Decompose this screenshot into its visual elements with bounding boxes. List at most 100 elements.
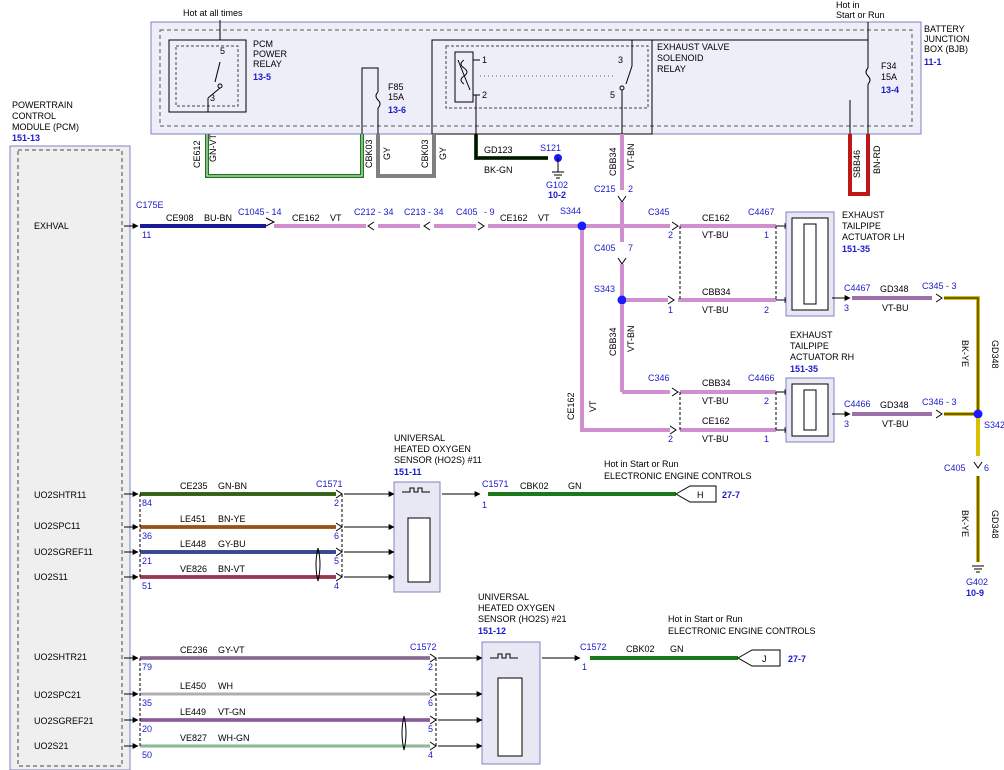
ho2s11-hot: Hot in Start or Run [604,459,679,469]
row-color: WH-GN [218,733,250,743]
row-pcm-pin: 35 [142,698,152,708]
s342-label: S342 [984,420,1004,430]
c212-label: C212 [354,207,376,217]
ho2s11-name-1: UNIVERSAL [394,433,445,443]
wire-gd123: GD123 [484,145,513,155]
ho2s21-tag [736,649,781,667]
splice-s344 [577,221,587,231]
ev-relay-p3: 3 [618,55,623,65]
s343-label: S343 [594,284,615,294]
v-ce162: CE162 [566,392,576,420]
rh-vtbu3: VT-BU [882,419,909,429]
pcm-relay-name-1: PCM [253,39,273,49]
v-vtbn: VT-BN [626,143,636,170]
lh-c345b-pin: - 3 [946,281,957,291]
row-conn [335,522,343,532]
ho2s11-c1571: C1571 [316,479,343,489]
hot-in-label-2: Start or Run [836,10,885,20]
gr-c405: C405 [944,463,966,473]
ho2s21-tag-letter: J [762,654,767,664]
row-color: GY-BU [218,539,246,549]
pcm-pin-exhval: EXHVAL [34,221,69,231]
g102-label: G102 [546,180,568,190]
ev-relay-name-1: EXHAUST VALVE [657,42,730,52]
ho2s11-p1: 1 [482,500,487,510]
ho2s21-p1: 1 [582,662,587,672]
ho2s21-eec: ELECTRONIC ENGINE CONTROLS [668,626,816,636]
lh-cbb34: CBB34 [702,287,731,297]
row-sensor-pin: 5 [334,556,339,566]
c175e-pin: 11 [142,230,151,240]
row-pcm-pin: 50 [142,750,152,760]
rh-c4466: C4466 [748,373,775,383]
ev-relay-p5: 5 [610,90,615,100]
gr-gd348: GD348 [990,340,1000,369]
lh-c345b: C345 [922,281,944,291]
row-pcm-pin: 36 [142,531,152,541]
f34-rating: 15A [881,72,897,82]
wire-ce612: CE612 [192,140,202,168]
ce908-label: CE908 [166,213,194,223]
gr-gd348b: GD348 [990,510,1000,539]
f85-name: F85 [388,82,404,92]
row-sensor-pin: 5 [428,724,433,734]
ho2s11-tagref: 27-7 [722,490,740,500]
gr-c405-pin: 6 [984,463,989,473]
c213-label: C213 [404,207,426,217]
ho2s21-name-3: SENSOR (HO2S) #21 [478,614,567,624]
lh-name-1: EXHAUST [842,210,885,220]
pcm-pin-uo2s21: UO2S21 [34,741,69,751]
row-conn [429,715,437,725]
c1045-label: C1045 [238,207,265,217]
hot-in-label-1: Hot in [836,0,860,10]
rh-p3: 3 [844,419,849,429]
ce162-label: CE162 [292,213,320,223]
v-c405-pin: 7 [628,243,633,253]
row-sensor-pin: 6 [428,698,433,708]
ho2s21-c1572: C1572 [410,642,437,652]
splice-s343 [617,295,627,305]
row-conn [335,547,343,557]
s344-label: S344 [560,206,581,216]
ev-relay-name-2: SOLENOID [657,53,704,63]
ho2s11-c1571b: C1571 [482,479,509,489]
wire-gya: GY [382,147,392,160]
ce162b-label: CE162 [500,213,528,223]
vtb-label: VT [538,213,550,223]
row-sensor-pin: 2 [428,662,433,672]
pcm-name-2: CONTROL [12,111,56,121]
pcm-pin-uo2shtr11: UO2SHTR11 [34,490,86,500]
lh-c4467b: C4467 [844,283,871,293]
g102-ref: 10-2 [548,190,566,200]
v-cbb34b: CBB34 [608,327,618,356]
c212-pin: - 34 [378,207,394,217]
wire-gyb: GY [438,147,448,160]
row-conn [335,572,343,582]
row-circuit: CE236 [180,645,208,655]
bubn-label: BU-BN [204,213,232,223]
g402-label: G402 [966,577,988,587]
lh-c4467-pin: 1 [764,230,769,240]
row-color: BN-YE [218,514,246,524]
row-circuit: LE448 [180,539,206,549]
lh-vtbu: VT-BU [702,230,729,240]
rh-cbb34: CBB34 [702,378,731,388]
hot-at-all-times: Hot at all times [183,8,243,18]
lh-p2b: 2 [764,305,769,315]
ho2s21-cbk02: CBK02 [626,644,655,654]
row-circuit: VE827 [180,733,207,743]
wire-sbb46: SBB46 [852,150,862,178]
row-conn [429,741,437,751]
rh-gd348: GD348 [880,400,909,410]
lh-vtbu2: VT-BU [702,305,729,315]
rh-c346b: C346 [922,397,944,407]
ev-relay-p2: 2 [482,90,487,100]
ev-relay-p1: 1 [482,55,487,65]
row-pcm-pin: 84 [142,498,152,508]
lh-p3: 3 [844,303,849,313]
wire-bnrd: BN-RD [872,145,882,174]
ho2s11-gn: GN [568,481,582,491]
row-sensor-pin: 4 [428,750,433,760]
ho2s11-cbk02: CBK02 [520,481,549,491]
